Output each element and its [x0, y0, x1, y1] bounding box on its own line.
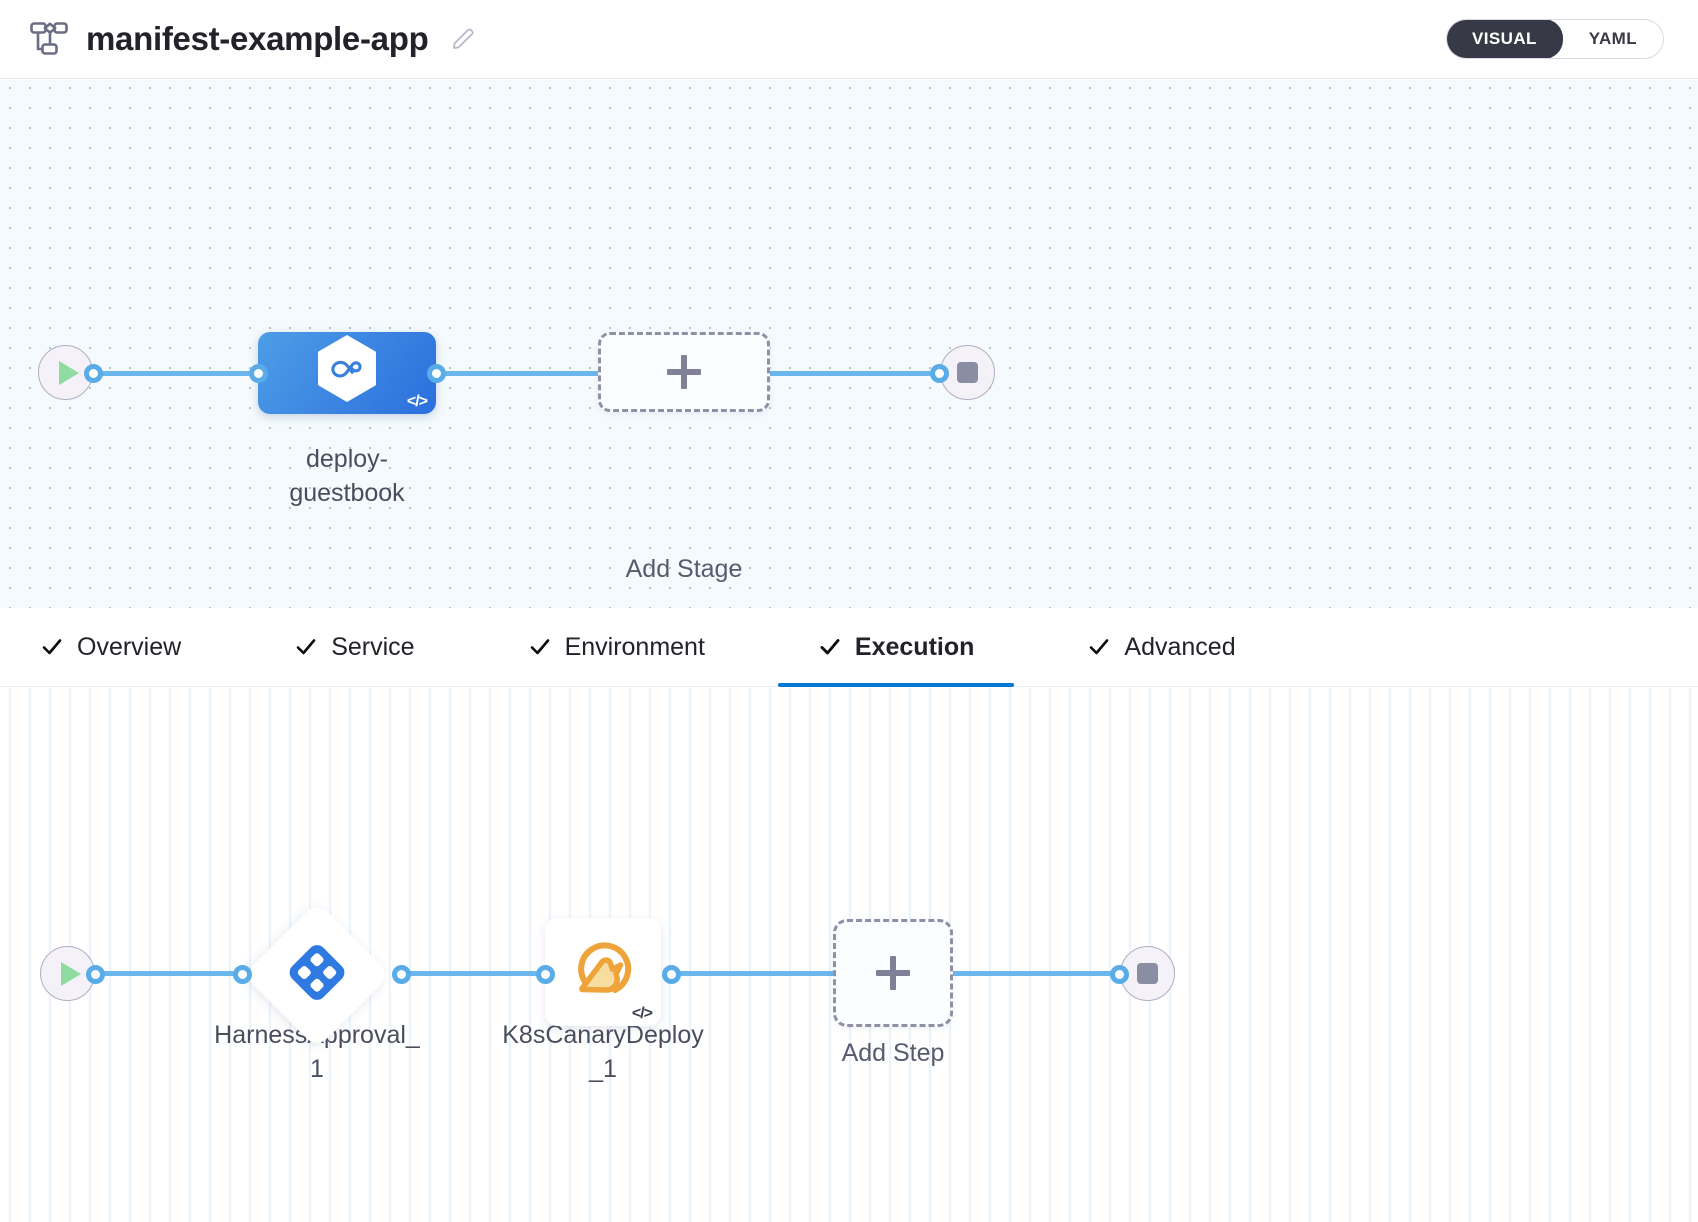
stage-node-port-in[interactable]: [249, 364, 268, 383]
tab-execution[interactable]: Execution: [777, 608, 1015, 687]
add-step-node[interactable]: [833, 919, 953, 1027]
add-step-label: Add Step: [841, 1039, 945, 1067]
play-icon: [58, 360, 79, 385]
tab-overview[interactable]: Overview: [36, 608, 185, 686]
check-icon: [40, 635, 64, 659]
pipeline-flow-icon: [28, 18, 70, 60]
page-title: manifest-example-app: [86, 20, 429, 57]
approval-port-in[interactable]: [233, 965, 252, 984]
canary-bird-icon: [568, 932, 638, 1007]
canary-port-out[interactable]: [662, 965, 681, 984]
play-icon: [60, 961, 81, 986]
edge-addstage-to-end: [765, 371, 945, 376]
harness-approval-diamond-icon: [286, 942, 348, 1009]
tab-environment-label: Environment: [564, 632, 705, 661]
tab-advanced[interactable]: Advanced: [1083, 608, 1239, 686]
approval-port-out[interactable]: [392, 965, 411, 984]
tab-execution-label: Execution: [854, 632, 975, 661]
edge-start-to-approval: [72, 971, 252, 976]
stage-node-deploy-guestbook[interactable]: </>: [258, 332, 436, 414]
check-icon: [528, 635, 552, 659]
execution-start-port[interactable]: [86, 965, 105, 984]
tab-service-label: Service: [331, 632, 415, 661]
stage-node-label: deploy-guestbook: [289, 445, 405, 507]
tab-service[interactable]: Service: [290, 608, 418, 686]
edge-canary-to-addstep: [665, 971, 835, 976]
check-icon: [818, 635, 842, 659]
stage-code-badge: </>: [406, 393, 428, 410]
visual-yaml-toggle[interactable]: VISUAL YAML: [1446, 19, 1664, 59]
stop-icon: [1137, 963, 1158, 984]
stop-icon: [957, 362, 978, 383]
step-node-k8s-canary-deploy[interactable]: </>: [545, 918, 661, 1026]
tab-environment[interactable]: Environment: [524, 608, 709, 686]
execution-end-port[interactable]: [1110, 965, 1129, 984]
harness-cd-hexagon-icon: [314, 333, 380, 410]
stage-config-tabs[interactable]: Overview Service Environment Execution: [0, 608, 1698, 687]
canary-port-in[interactable]: [536, 965, 555, 984]
tab-overview-label: Overview: [77, 632, 182, 661]
add-stage-node[interactable]: [598, 332, 770, 412]
step-node-harness-approval[interactable]: [243, 901, 391, 1049]
execution-end-node[interactable]: [1120, 946, 1175, 1001]
mode-toggle-visual[interactable]: VISUAL: [1447, 20, 1563, 58]
mode-toggle-yaml[interactable]: YAML: [1588, 29, 1637, 48]
plus-icon: [876, 956, 910, 990]
edge-addstep-to-end: [950, 971, 1125, 976]
end-node-port[interactable]: [930, 364, 949, 383]
check-icon: [1087, 635, 1111, 659]
step-node-k8s-canary-deploy-label: K8sCanaryDeploy_1: [502, 1021, 704, 1083]
edge-start-to-stage: [70, 371, 270, 376]
add-stage-label: Add Stage: [625, 555, 743, 583]
stage-graph-canvas[interactable]: </> deploy-guestbook Add Stage: [0, 80, 1698, 608]
start-node-port[interactable]: [84, 364, 103, 383]
pencil-edit-icon[interactable]: [448, 24, 478, 54]
plus-icon: [667, 355, 701, 389]
edge-approval-to-canary: [395, 971, 545, 976]
step-code-badge: </>: [631, 1005, 653, 1022]
pipeline-end-node[interactable]: [940, 345, 995, 400]
tab-advanced-label: Advanced: [1124, 632, 1236, 661]
check-icon: [294, 635, 318, 659]
edge-stage-to-addstage: [430, 371, 600, 376]
stage-node-port-out[interactable]: [427, 364, 446, 383]
app-header: manifest-example-app VISUAL YAML: [0, 0, 1698, 79]
execution-graph-canvas[interactable]: HarnessApproval_1 </> K8sCanaryDeploy_1 …: [0, 687, 1698, 1222]
